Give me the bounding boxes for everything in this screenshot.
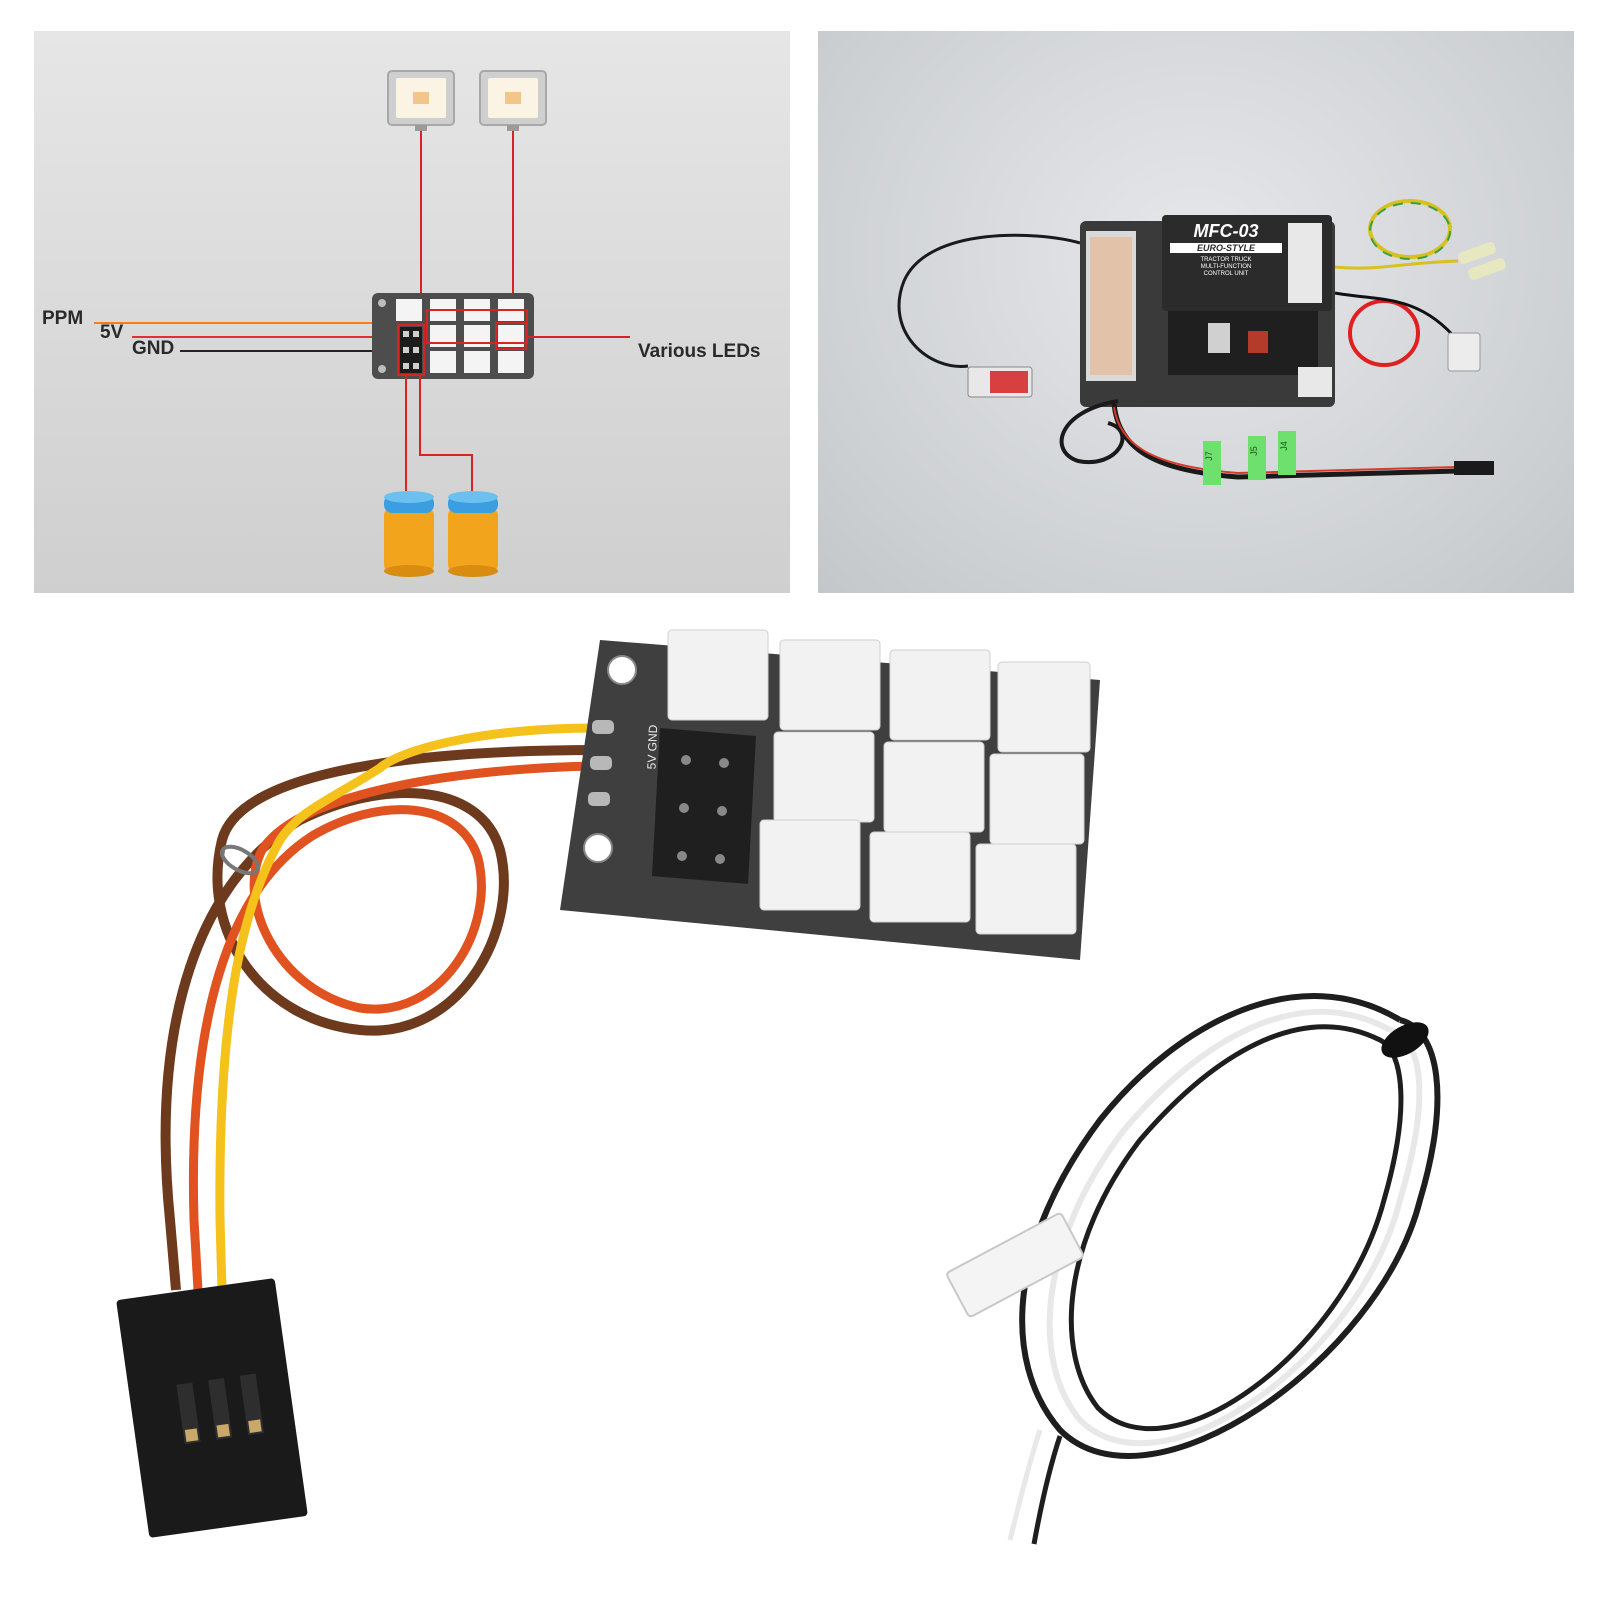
ppm-label: PPM — [42, 308, 84, 329]
unit-text-3: CONTROL UNIT — [1203, 271, 1249, 277]
wiring-diagram-svg — [94, 70, 630, 577]
work-light-icon — [479, 70, 547, 131]
led-extension-cable — [946, 993, 1441, 1545]
servo-plug — [116, 1278, 308, 1538]
wiring-diagram-panel: PPM 5V GND Various LEDs — [34, 31, 790, 593]
unit-title: MFC-03 — [1193, 221, 1259, 241]
tag-j4-label: J4 — [1278, 441, 1289, 451]
product-photo-svg — [116, 629, 1441, 1545]
product-photo-panel: 5V GND — [0, 600, 1600, 1600]
led-board-icon — [372, 293, 534, 379]
tag-j5 — [1248, 436, 1266, 480]
amber-beacon-icon — [448, 491, 498, 577]
tag-j7-label: J7 — [1203, 451, 1214, 461]
led-board — [560, 629, 1100, 960]
work-light-icon — [387, 70, 455, 131]
unit-text-1: TRACTOR TRUCK — [1200, 257, 1252, 263]
various-leds-label: Various LEDs — [638, 341, 761, 362]
tag-j7 — [1203, 441, 1221, 485]
tag-j4 — [1278, 431, 1296, 475]
controller-photo-panel: MFC-03 EURO-STYLE TRACTOR TRUCK MULTI-FU… — [818, 31, 1574, 593]
tag-j5-label: J5 — [1248, 446, 1259, 456]
unit-text-2: MULTI-FUNCTION — [1200, 264, 1252, 270]
gnd-label: GND — [132, 338, 175, 359]
controller-photo-svg — [897, 199, 1506, 485]
amber-beacon-icon — [384, 491, 434, 577]
receiver-module — [967, 366, 1033, 398]
board-silkscreen: 5V GND — [644, 724, 661, 770]
5v-label: 5V — [100, 322, 124, 343]
unit-subtitle: EURO-STYLE — [1170, 243, 1282, 253]
unit-desc: TRACTOR TRUCK MULTI-FUNCTION CONTROL UNI… — [1170, 257, 1282, 278]
servo-lead — [160, 723, 601, 1291]
mfc-unit — [1080, 215, 1335, 407]
